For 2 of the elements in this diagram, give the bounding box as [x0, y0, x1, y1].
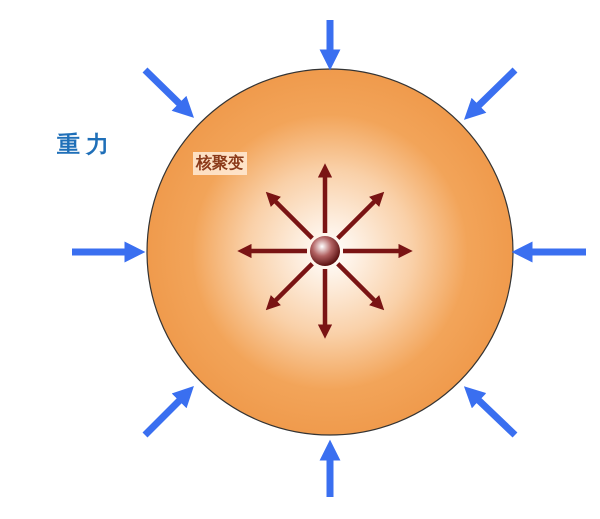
force-label: 重力 [56, 131, 116, 160]
process-label: 核聚变 [193, 152, 247, 175]
